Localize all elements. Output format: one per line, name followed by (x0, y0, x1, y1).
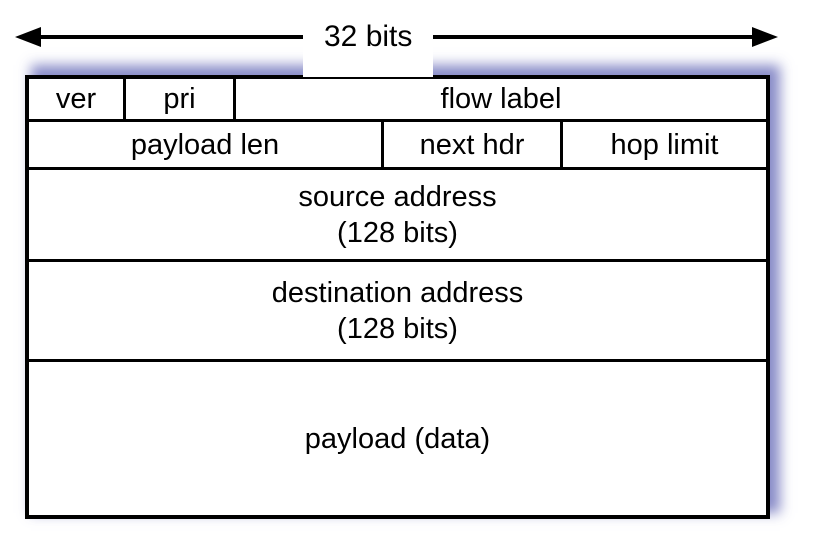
field-hop-limit-label: hop limit (610, 128, 719, 161)
packet-table: ver pri flow label payload len next hdr … (25, 75, 770, 519)
field-source-address-label: source address (298, 180, 497, 213)
field-pri-label: pri (163, 83, 196, 115)
arrow-line-right (433, 35, 752, 39)
field-destination-address-label: destination address (271, 276, 524, 309)
field-flow-label: flow label (236, 79, 766, 119)
field-ver-label: ver (55, 83, 97, 115)
field-next-hdr-label: next hdr (419, 128, 525, 161)
field-destination-address: destination address (128 bits) (29, 262, 766, 359)
field-payload-data-label: payload (data) (304, 422, 491, 455)
field-flow-label-label: flow label (440, 83, 562, 115)
width-arrow: 32 bits (15, 14, 778, 77)
destination-address-row: destination address (128 bits) (29, 262, 766, 362)
field-next-hdr: next hdr (384, 122, 563, 167)
bits-caption: 32 bits (303, 18, 434, 77)
source-address-row: source address (128 bits) (29, 170, 766, 262)
field-payload-len-label: payload len (130, 128, 280, 161)
header-row-1: ver pri flow label (29, 79, 766, 122)
arrow-left-icon (15, 27, 41, 47)
header-row-2: payload len next hdr hop limit (29, 122, 766, 170)
field-source-address-sublabel: (128 bits) (337, 216, 458, 249)
field-source-address: source address (128 bits) (29, 170, 766, 259)
field-payload-len: payload len (29, 122, 384, 167)
field-destination-address-sublabel: (128 bits) (337, 312, 458, 345)
field-ver: ver (29, 79, 126, 119)
field-hop-limit: hop limit (563, 122, 766, 167)
payload-row: payload (data) (29, 362, 766, 515)
field-pri: pri (126, 79, 236, 119)
arrow-line-left (41, 35, 303, 39)
arrow-right-icon (752, 27, 778, 47)
field-payload-data: payload (data) (29, 362, 766, 515)
